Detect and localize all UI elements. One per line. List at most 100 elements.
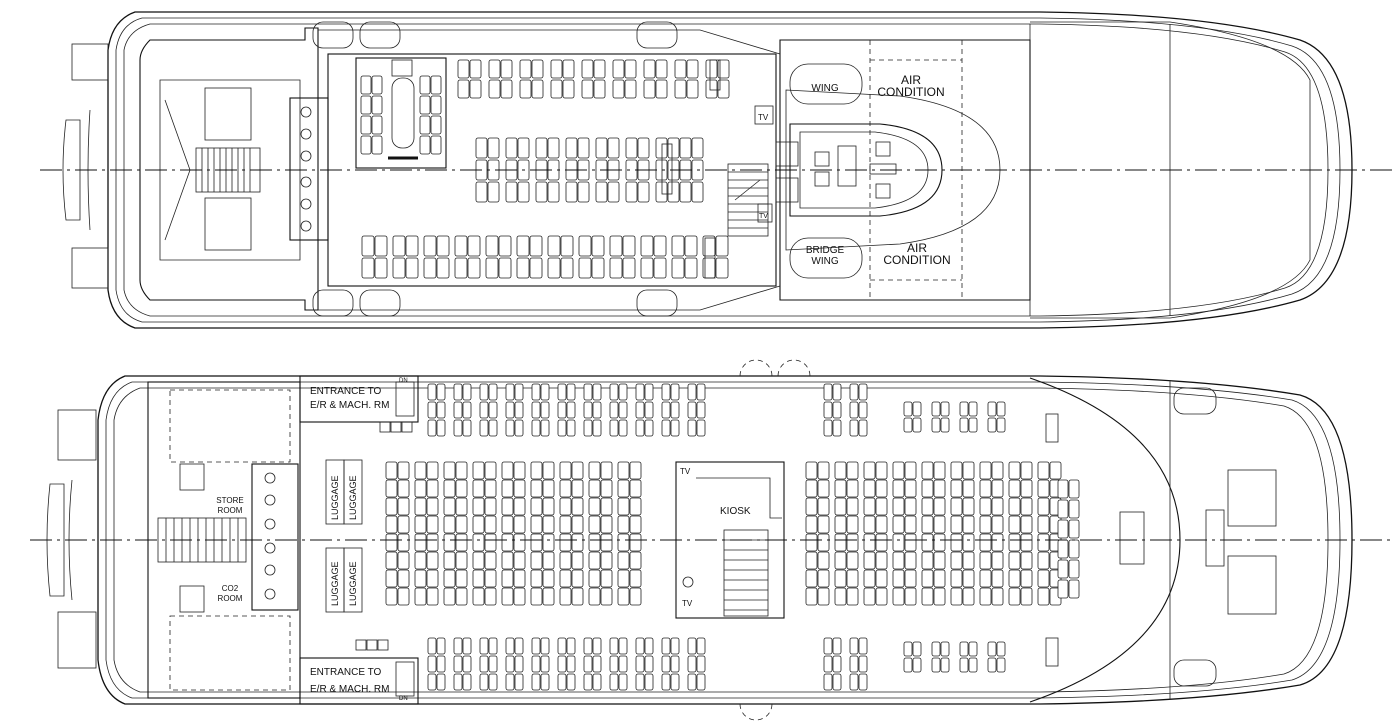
seat	[443, 515, 456, 534]
seat	[505, 655, 515, 673]
seat	[513, 461, 526, 480]
seat	[542, 587, 555, 606]
seat	[921, 497, 934, 516]
seat	[933, 461, 946, 480]
seat	[691, 137, 704, 159]
seat	[501, 533, 514, 552]
seat	[618, 419, 628, 437]
bridge-wing-top-label: BRIDGE	[0, 0, 19, 3]
seat	[571, 551, 584, 570]
seat	[959, 417, 969, 433]
seat	[557, 637, 567, 655]
seat	[531, 673, 541, 691]
seat	[661, 419, 671, 437]
seat	[371, 115, 383, 135]
seat	[562, 59, 575, 79]
seat	[484, 587, 497, 606]
seat	[385, 569, 398, 588]
seat	[414, 533, 427, 552]
seat	[1008, 497, 1021, 516]
seat	[505, 673, 515, 691]
seat	[805, 533, 818, 552]
seat	[940, 641, 950, 657]
seat	[488, 79, 501, 99]
seat	[962, 569, 975, 588]
seat	[625, 137, 638, 159]
seat	[559, 569, 572, 588]
seat	[933, 551, 946, 570]
seat	[566, 655, 576, 673]
seat	[542, 497, 555, 516]
seat	[531, 401, 541, 419]
seat	[514, 383, 524, 401]
seat	[535, 181, 548, 203]
seat	[371, 75, 383, 95]
seat	[462, 401, 472, 419]
liferafts-main	[1173, 387, 1217, 687]
seat	[514, 637, 524, 655]
seat	[397, 569, 410, 588]
seat	[1049, 461, 1062, 480]
seat	[1037, 569, 1050, 588]
seat	[832, 655, 842, 673]
seat	[505, 383, 515, 401]
seat	[531, 79, 544, 99]
seat	[443, 533, 456, 552]
seat	[849, 419, 859, 437]
main-deck-seats	[385, 383, 1080, 691]
seat	[588, 569, 601, 588]
seat	[360, 115, 372, 135]
seat	[374, 235, 388, 257]
seat	[912, 401, 922, 417]
seat	[991, 479, 1004, 498]
seat	[629, 533, 642, 552]
seat	[559, 587, 572, 606]
seat	[397, 461, 410, 480]
seat	[903, 657, 913, 673]
seat	[443, 497, 456, 516]
seat	[892, 587, 905, 606]
seat	[849, 673, 859, 691]
seat	[540, 401, 550, 419]
seat	[655, 181, 668, 203]
seat	[505, 637, 515, 655]
seat	[426, 515, 439, 534]
seat	[592, 673, 602, 691]
seat	[858, 401, 868, 419]
seat	[426, 551, 439, 570]
upper-deck-toilets	[300, 106, 312, 232]
seat	[715, 235, 729, 257]
seat	[560, 235, 574, 257]
store-room-label: STORE	[216, 496, 243, 505]
seat	[455, 497, 468, 516]
seat	[530, 479, 543, 498]
seat	[591, 235, 605, 257]
seat	[817, 569, 830, 588]
co2-room-label-2: ROOM	[218, 594, 243, 603]
seat	[469, 79, 482, 99]
seat	[696, 637, 706, 655]
seat	[617, 497, 630, 516]
seat	[691, 181, 704, 203]
seat	[962, 479, 975, 498]
entrance-top-label-2: E/R & MACH. RM	[310, 400, 389, 411]
seat	[846, 479, 859, 498]
seat	[500, 59, 513, 79]
seat	[912, 417, 922, 433]
seat	[530, 497, 543, 516]
seat	[609, 401, 619, 419]
seat	[979, 479, 992, 498]
seat	[959, 641, 969, 657]
seat	[1020, 461, 1033, 480]
seat	[968, 417, 978, 433]
seat	[592, 383, 602, 401]
seat	[566, 637, 576, 655]
seat	[475, 137, 488, 159]
seat	[979, 497, 992, 516]
seat	[414, 461, 427, 480]
seat	[846, 461, 859, 480]
seat	[479, 673, 489, 691]
seat	[557, 419, 567, 437]
dn-bottom-label: DN	[399, 696, 408, 702]
seat	[571, 515, 584, 534]
